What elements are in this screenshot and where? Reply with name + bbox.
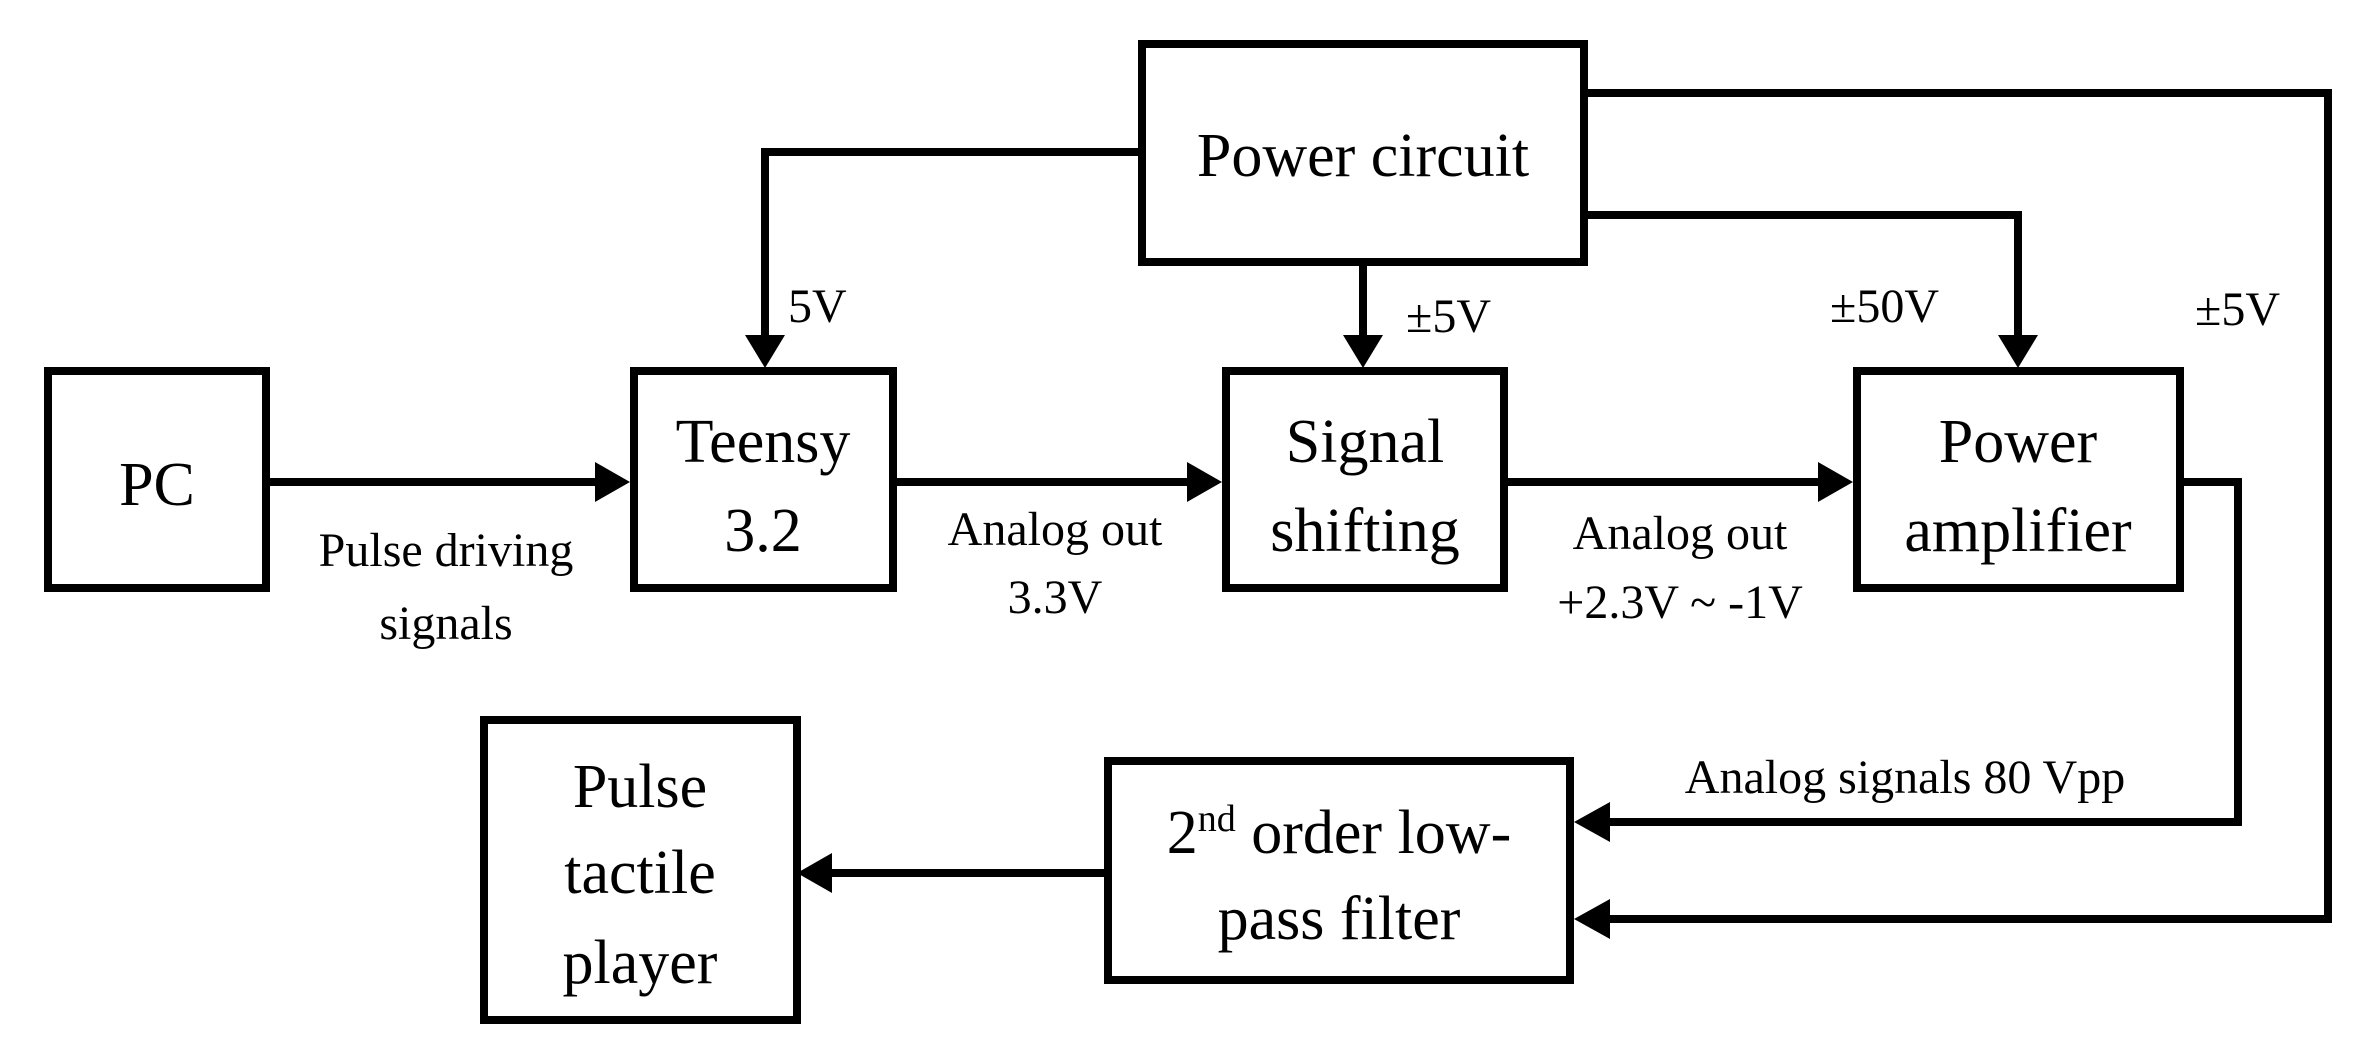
player-label-line3: player xyxy=(563,929,718,997)
arrow-into-filter-bottom xyxy=(1574,899,1610,939)
label-pulse-driving-line1: Pulse driving xyxy=(319,524,574,577)
filter-order-number: 2 xyxy=(1167,799,1198,867)
label-pulse-driving-line2: signals xyxy=(379,597,512,650)
connections xyxy=(266,89,2332,939)
teensy-block: Teensy 3.2 xyxy=(630,367,897,592)
arrow-into-amplifier xyxy=(1998,335,2038,368)
wire-power-to-filter xyxy=(1584,89,2332,923)
power-circuit-label: Power circuit xyxy=(1197,122,1529,190)
pc-block: PC xyxy=(44,367,270,592)
label-5v: 5V xyxy=(788,280,847,333)
wire-power-to-amplifier xyxy=(1584,211,2022,335)
power-amplifier-label-line2: amplifier xyxy=(1904,497,2132,565)
arrow-teensy-to-shifting xyxy=(1187,462,1222,502)
teensy-label-line2: 3.2 xyxy=(724,497,802,565)
filter-order-superscript: nd xyxy=(1198,798,1236,840)
label-filter-pm5v: ±5V xyxy=(2195,283,2280,336)
teensy-label-line1: Teensy xyxy=(676,408,851,476)
label-analog-out-teensy-line2: 3.3V xyxy=(1008,571,1103,624)
arrow-into-teensy xyxy=(745,335,785,368)
power-circuit-block: Power circuit xyxy=(1138,40,1588,266)
filter-label-line2: pass filter xyxy=(1218,885,1461,953)
wire-power-to-teensy xyxy=(761,148,1142,335)
signal-shifting-block: Signal shifting xyxy=(1222,367,1508,592)
pc-label: PC xyxy=(119,451,195,519)
power-amplifier-label-line1: Power xyxy=(1939,408,2098,476)
signal-shifting-label-line2: shifting xyxy=(1270,497,1459,565)
player-label-line1: Pulse xyxy=(573,753,707,821)
wire-amplifier-to-filter xyxy=(1610,478,2242,826)
arrow-into-filter-top xyxy=(1574,802,1610,842)
signal-shifting-label-line1: Signal xyxy=(1286,408,1444,476)
power-amplifier-block: Power amplifier xyxy=(1853,367,2184,592)
arrow-shifting-to-amplifier xyxy=(1818,462,1853,502)
connection-labels: 5V ±5V ±50V ±5V Pulse driving signals An… xyxy=(319,280,2281,804)
arrow-filter-to-player xyxy=(797,853,832,893)
label-shifting-pm5v: ±5V xyxy=(1406,290,1491,343)
filter-label-line1: 2nd order low- xyxy=(1167,798,1511,867)
label-analog-out-shifting-line1: Analog out xyxy=(1573,507,1788,560)
filter-order-rest: order low- xyxy=(1236,799,1511,867)
label-pm50v: ±50V xyxy=(1830,280,1939,333)
pulse-tactile-player-block: Pulse tactile player xyxy=(480,716,801,1024)
label-analog-out-teensy-line1: Analog out xyxy=(948,503,1163,556)
label-analog-signals-80vpp: Analog signals 80 Vpp xyxy=(1685,751,2125,804)
arrow-pc-to-teensy xyxy=(595,462,630,502)
label-analog-out-shifting-line2: +2.3V ~ -1V xyxy=(1557,576,1803,629)
low-pass-filter-block: 2nd order low- pass filter xyxy=(1104,757,1574,984)
player-label-line2: tactile xyxy=(564,839,715,907)
arrow-into-shifting-top xyxy=(1343,335,1383,368)
